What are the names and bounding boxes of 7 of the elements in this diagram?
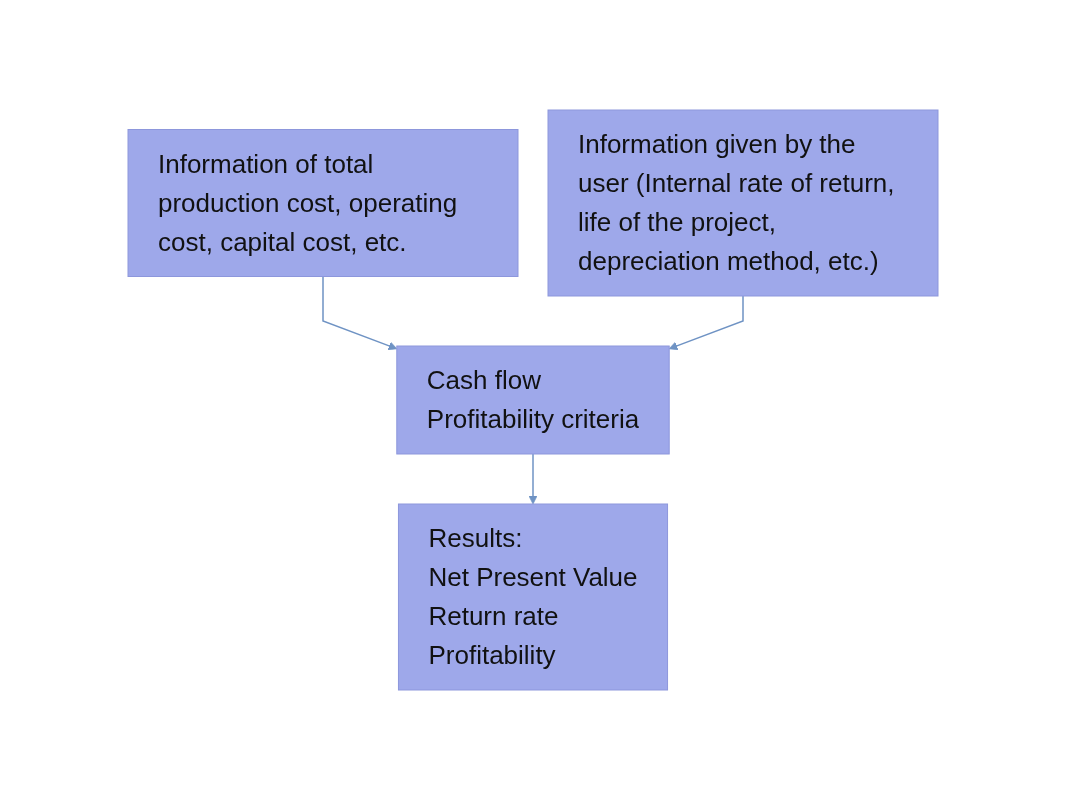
node-box: Results: Net Present Value Return rate Profitability <box>397 503 668 690</box>
arrow <box>668 294 744 350</box>
arrow <box>321 275 397 350</box>
node-box: Information given by the user (Internal rate of return, life of the project, depreciation method, etc.) <box>547 109 938 296</box>
arrow <box>528 452 537 504</box>
node-box: Cash flow Profitability criteria <box>395 345 670 454</box>
node-box: Information of total production cost, operating cost, capital cost, etc. <box>127 128 518 277</box>
